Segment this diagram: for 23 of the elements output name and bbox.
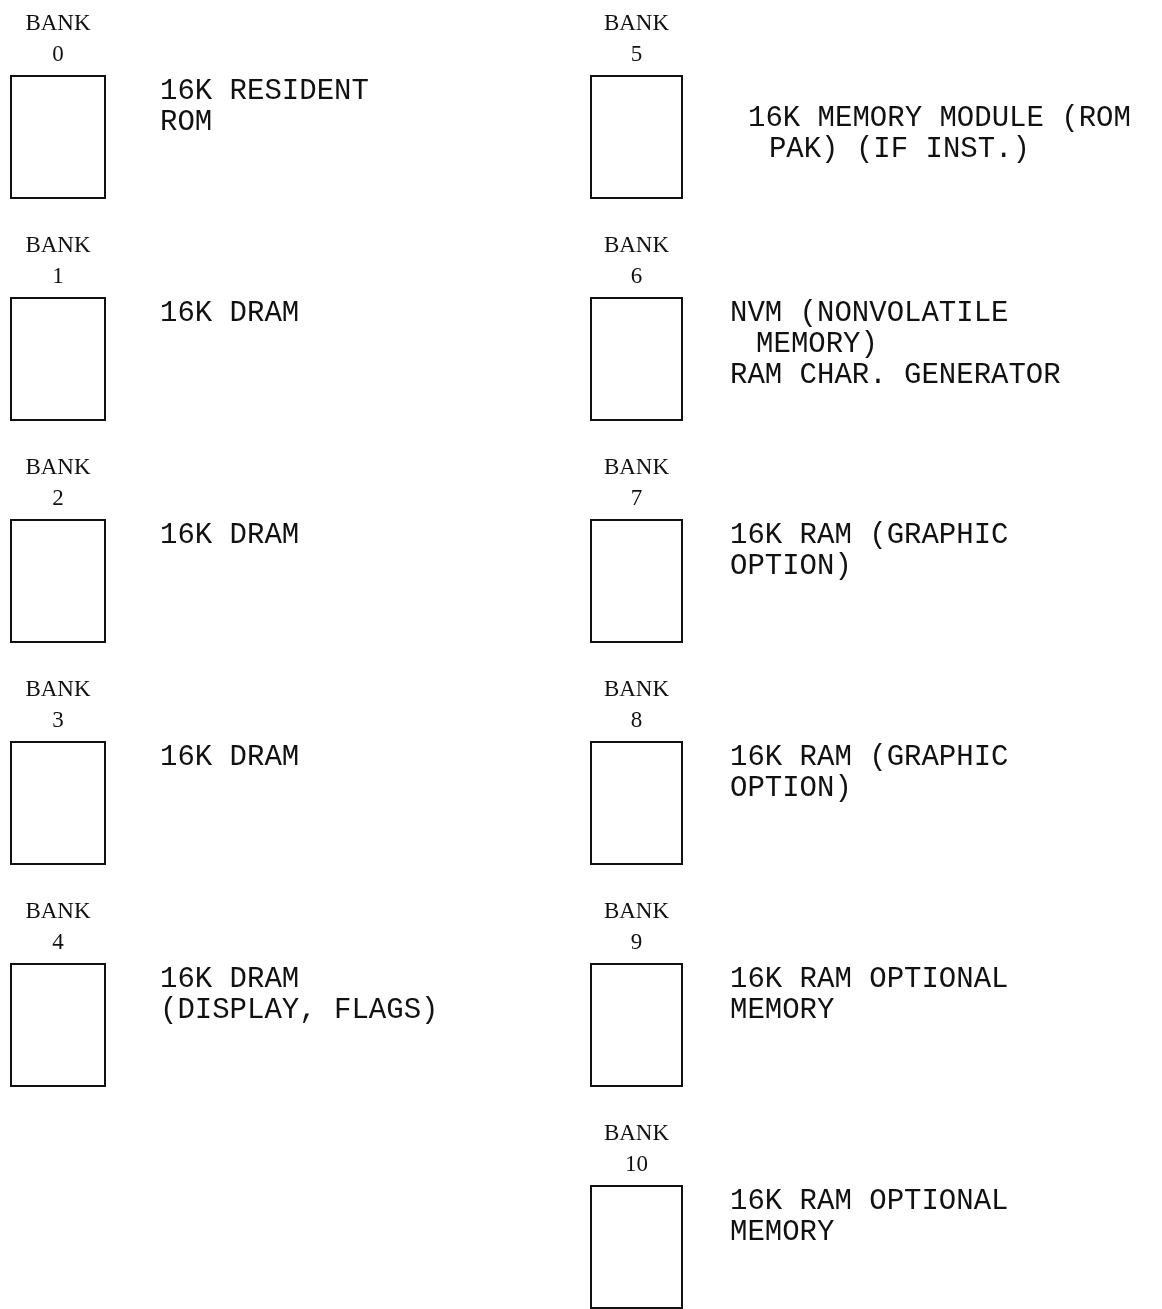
bank-label: BANK 1 bbox=[24, 231, 92, 290]
bank-description: NVM (NONVOLATILE MEMORY) bbox=[730, 298, 1010, 360]
bank-label: BANK 10 bbox=[602, 1119, 671, 1178]
bank-description: 16K RAM (GRAPHIC OPTION) bbox=[730, 742, 1010, 804]
bank-description: 16K MEMORY MODULE (ROM PAK) (IF INST.) bbox=[748, 103, 1132, 165]
bank-label: BANK 9 bbox=[602, 897, 671, 956]
bank-description: 16K DRAM bbox=[160, 742, 301, 773]
bank-description: 16K DRAM bbox=[160, 298, 301, 329]
bank-description: 16K RAM (GRAPHIC OPTION) bbox=[730, 520, 1010, 582]
bank-label: BANK 3 bbox=[24, 675, 92, 734]
bank-description: 16K RAM OPTIONAL MEMORY bbox=[730, 1186, 1009, 1248]
bank-description: RAM CHAR. GENERATOR bbox=[730, 360, 1062, 391]
bank-label: BANK 6 bbox=[602, 231, 671, 290]
bank-description: 16K DRAM (DISPLAY, FLAGS) bbox=[160, 964, 440, 1026]
bank-label: BANK 8 bbox=[602, 675, 671, 734]
bank-description: 16K RAM OPTIONAL MEMORY bbox=[730, 964, 1009, 1026]
bank-description: 16K RESIDENT ROM bbox=[160, 76, 370, 138]
bank-label: BANK 5 bbox=[602, 9, 671, 68]
bank-label: BANK 0 bbox=[24, 9, 92, 68]
bank-label: BANK 4 bbox=[24, 897, 92, 956]
bank-label: BANK 7 bbox=[602, 453, 671, 512]
bank-description: 16K DRAM bbox=[160, 520, 301, 551]
bank-label: BANK 2 bbox=[24, 453, 92, 512]
